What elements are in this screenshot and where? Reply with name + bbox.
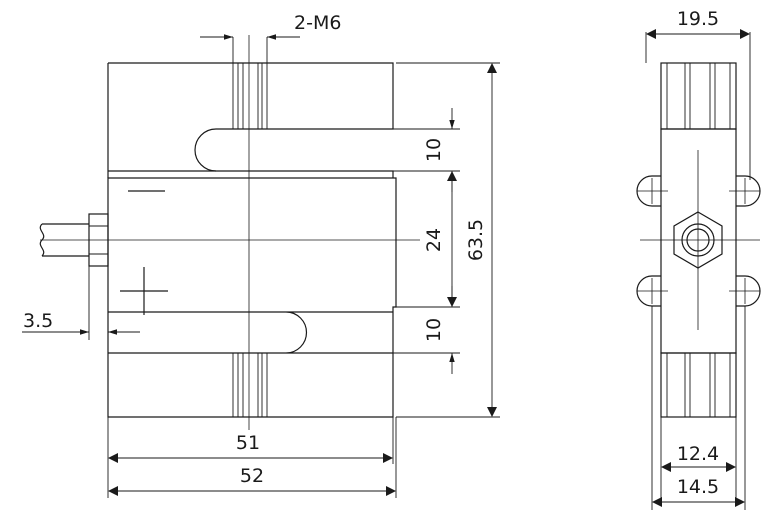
hex-nut-icon	[673, 211, 723, 269]
dim-width-inner	[107, 417, 397, 498]
side-bottom-block	[660, 352, 737, 418]
dim-slot-bottom-label: 10	[423, 318, 445, 342]
gauge-mark-plus	[120, 267, 168, 315]
dim-cable-offset-label: 3.5	[23, 310, 53, 332]
front-view: 2-M6 3.5 10 24	[22, 12, 500, 498]
dim-side-top-label: 19.5	[677, 8, 719, 30]
thread-bar-top	[232, 62, 268, 130]
dim-side-bottom-inner-label: 12.4	[677, 443, 719, 465]
thread-label: 2-M6	[294, 12, 341, 34]
thread-callout	[200, 34, 300, 63]
dim-slot-top-label: 10	[423, 138, 445, 162]
dim-side-bottom-outer-label: 14.5	[677, 476, 719, 498]
dim-width-overall	[108, 486, 396, 496]
side-bosses	[636, 175, 761, 307]
dim-side-bottom-outer	[651, 306, 746, 510]
cable-gland	[88, 213, 109, 267]
dim-cable-offset	[22, 266, 140, 340]
dim-extension-lines	[393, 62, 500, 418]
cable	[39, 223, 89, 257]
dim-width-inner-label: 51	[236, 432, 260, 454]
dim-overall-height-label: 63.5	[465, 219, 487, 261]
side-body	[660, 128, 737, 354]
dim-width-overall-label: 52	[240, 465, 264, 487]
dim-middle-label: 24	[423, 228, 445, 252]
thread-bar-bottom	[232, 352, 268, 418]
side-top-block	[660, 62, 737, 130]
dim-side-top	[645, 29, 751, 180]
dim-overall-height	[487, 63, 497, 417]
side-view: 19.5 12.4 14.5	[636, 8, 761, 510]
dim-side-bottom-inner	[660, 417, 737, 505]
